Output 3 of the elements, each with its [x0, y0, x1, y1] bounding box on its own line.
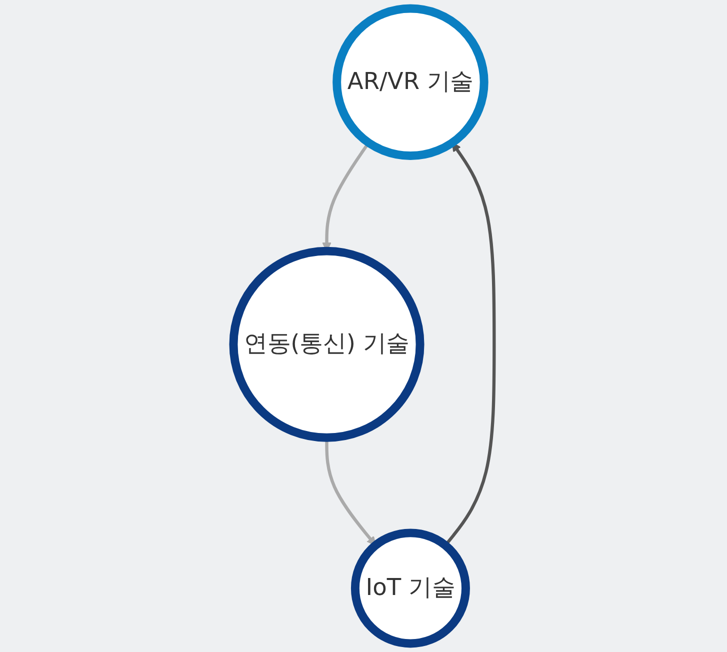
node-circle: IoT 기술	[350, 528, 470, 648]
node-circle: AR/VR 기술	[332, 4, 488, 160]
node-circle: 연동(통신) 기술	[228, 246, 424, 442]
